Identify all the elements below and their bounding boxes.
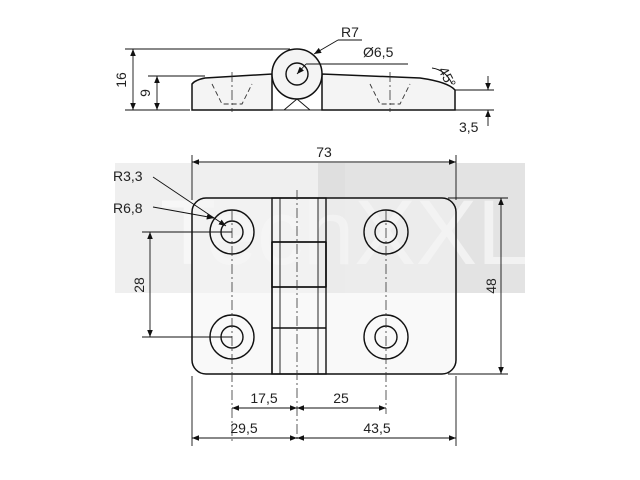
dim-label-43-5: 43,5 <box>363 420 390 436</box>
dim-label-25: 25 <box>333 390 349 406</box>
dim-label-9: 9 <box>137 89 153 97</box>
top-view-pin <box>285 62 309 86</box>
top-view: 16 9 R7 Ø6,5 45° 3,5 <box>113 24 494 135</box>
dim-label-28: 28 <box>131 277 147 293</box>
dim-label-16: 16 <box>113 72 129 88</box>
angle-45-arc <box>431 67 453 85</box>
leader-r7 <box>313 39 339 55</box>
top-view-knuckle-base <box>272 98 322 111</box>
label-r7: R7 <box>341 24 359 40</box>
dim-label-29-5: 29,5 <box>230 420 257 436</box>
dim-label-3-5: 3,5 <box>459 119 479 135</box>
front-view: R3,3 R6,8 73 48 28 17,5 25 29,5 43,5 <box>113 144 508 446</box>
leader-pin-diameter-2 <box>296 63 307 75</box>
front-view-knuckle-lower <box>271 287 326 374</box>
label-pin-diameter: Ø6,5 <box>363 44 394 60</box>
leader-r6-8 <box>152 206 215 220</box>
dim-label-73: 73 <box>316 144 332 160</box>
top-view-leaf-profile-right <box>321 73 456 111</box>
front-view-knuckle-mid <box>271 241 327 288</box>
label-r3-3: R3,3 <box>113 168 143 184</box>
dim-label-17-5: 17,5 <box>250 390 277 406</box>
label-r6-8: R6,8 <box>113 200 143 216</box>
dim-label-48: 48 <box>483 278 499 294</box>
